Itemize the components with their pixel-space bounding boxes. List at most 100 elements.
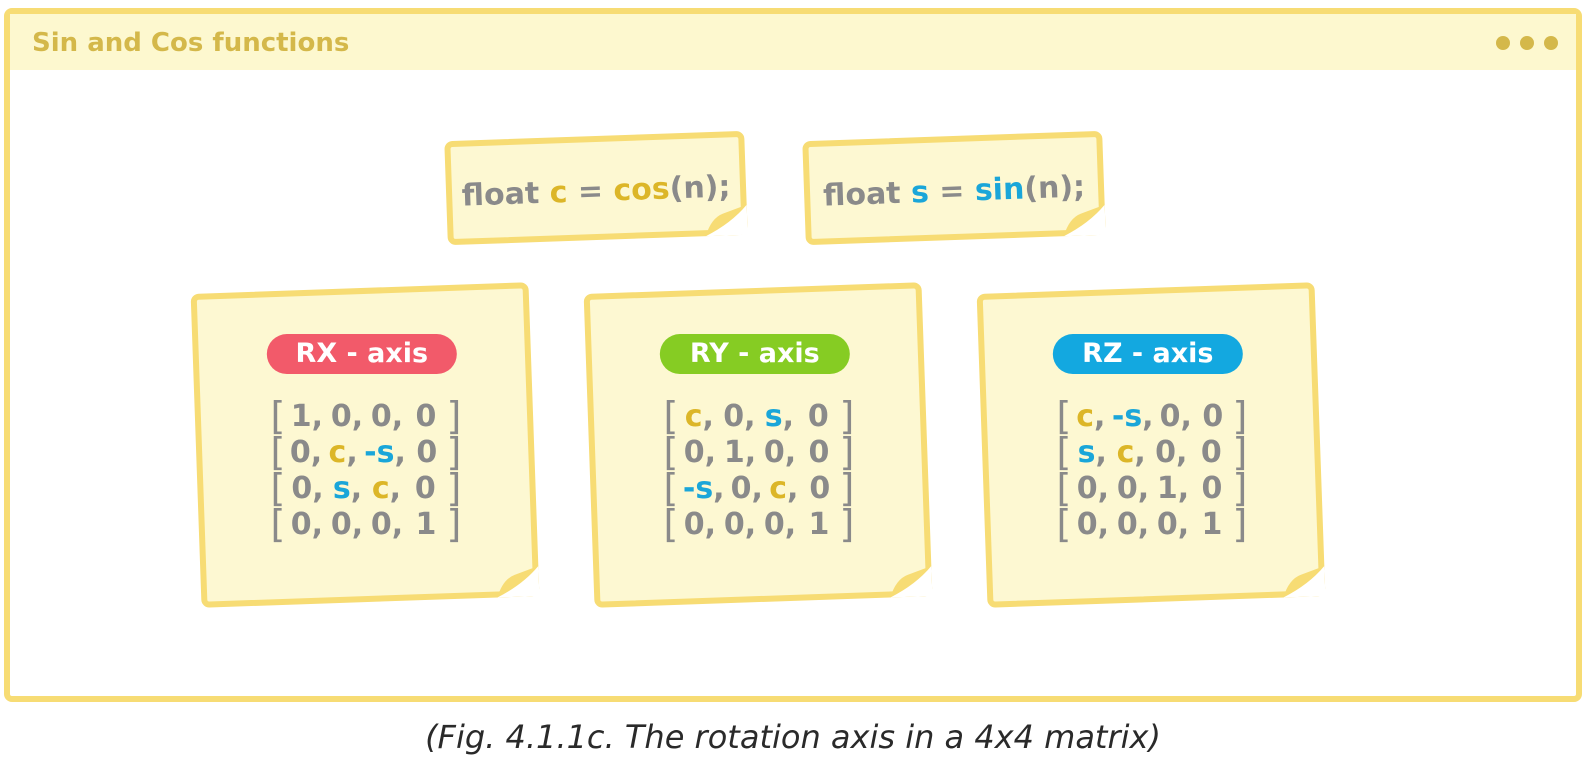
cos-snippet-code: float c = cos(n); xyxy=(452,169,741,214)
cell-value: 0 xyxy=(414,470,436,506)
cell-value: c xyxy=(769,470,788,506)
dot-icon xyxy=(1496,36,1510,50)
matrix-row: [0,0,0,1] xyxy=(989,502,1315,546)
matrix-cells: c,0,s,0 xyxy=(680,398,838,433)
code-suffix: (n); xyxy=(1023,169,1086,207)
cell-value: 0 xyxy=(809,470,831,506)
matrix-row: [0,0,0,1] xyxy=(203,502,529,546)
cell-value: 1 xyxy=(415,506,437,542)
matrix-cell: 0, xyxy=(684,506,716,541)
matrix-cell: s, xyxy=(1077,434,1107,469)
cell-value: 1 xyxy=(290,398,312,434)
matrix-cells: 0,0,0, 1 xyxy=(287,506,445,541)
matrix-cell: 0, xyxy=(1077,506,1109,541)
cell-value: 0 xyxy=(289,434,311,470)
cell-separator: , xyxy=(1177,506,1190,542)
page-curl-icon xyxy=(1063,204,1106,237)
cell-separator: , xyxy=(1094,398,1106,434)
cell-separator: , xyxy=(702,398,714,434)
matrix-cell: 0 xyxy=(1196,434,1226,469)
matrix-row: [-s,0,c,0] xyxy=(596,466,922,510)
more-dots-icon[interactable] xyxy=(1496,36,1558,50)
sin-snippet-code: float s = sin(n); xyxy=(810,169,1099,214)
cell-separator: , xyxy=(1180,398,1192,434)
matrix-cell: -s, xyxy=(1112,398,1154,433)
matrix-cell: 0, xyxy=(684,434,716,469)
cell-separator: , xyxy=(1177,470,1190,506)
matrix-row: [0,0,0,1] xyxy=(596,502,922,546)
cell-value: 0 xyxy=(1076,470,1098,506)
cell-separator: , xyxy=(784,434,797,470)
matrix-cell: c, xyxy=(684,398,714,433)
cos-snippet-note: float c = cos(n); xyxy=(444,130,748,246)
matrix-cell: -s, xyxy=(683,470,725,505)
matrix-cell: 0, xyxy=(331,506,363,541)
matrix-cell: c, xyxy=(371,470,401,505)
matrix-cell: 0, xyxy=(1157,506,1189,541)
matrix-cell: 0, xyxy=(1155,434,1187,469)
matrix-cells: 0,0,0,1 xyxy=(680,506,838,541)
cell-value: c xyxy=(1116,434,1135,470)
matrix-cell: 0, xyxy=(724,506,756,541)
code-prefix: float xyxy=(461,175,551,214)
matrix-cell: c, xyxy=(328,434,358,469)
cell-value: 0 xyxy=(1155,434,1177,470)
axis-badge: RY - axis xyxy=(659,334,850,375)
code-prefix: float xyxy=(822,175,912,214)
cell-value: 0 xyxy=(763,434,785,470)
cell-value: 0 xyxy=(370,506,392,542)
cell-value: 0 xyxy=(416,434,438,470)
cell-value: 0 xyxy=(807,398,829,434)
cell-separator: , xyxy=(310,434,323,470)
cell-value: 0 xyxy=(763,506,785,542)
matrix-cell: 0, xyxy=(723,398,755,433)
cell-value: 1 xyxy=(723,434,745,470)
code-variable: s xyxy=(910,174,930,211)
axis-badge: RZ - axis xyxy=(1052,334,1243,375)
matrix-cells: 1,0,0,0 xyxy=(287,398,445,433)
page-curl-icon xyxy=(890,566,933,598)
cell-separator: , xyxy=(351,506,364,542)
cell-separator: , xyxy=(394,434,406,470)
right-bracket: ] xyxy=(446,501,462,546)
cell-value: 0 xyxy=(1200,434,1222,470)
matrix-cell: 0, xyxy=(290,434,322,469)
matrix-cell: 0, xyxy=(731,470,763,505)
matrix-cells: 0,s,c,0 xyxy=(287,470,445,505)
left-bracket: [ xyxy=(1056,501,1072,546)
cell-value: 0 xyxy=(1076,506,1098,542)
cell-value: s xyxy=(764,398,783,434)
matrix-cell: 1, xyxy=(291,398,323,433)
matrix-cell: c, xyxy=(769,470,799,505)
cell-separator: , xyxy=(1142,398,1154,434)
page-curl-icon xyxy=(1283,566,1326,598)
cell-separator: , xyxy=(346,434,358,470)
cell-separator: , xyxy=(704,506,717,542)
title-bar: Sin and Cos functions xyxy=(10,14,1576,70)
left-bracket: [ xyxy=(663,501,679,546)
cell-value: c xyxy=(684,398,703,434)
dot-icon xyxy=(1520,36,1534,50)
matrix-cell: 0, xyxy=(1077,470,1109,505)
matrix-cell: 0, xyxy=(1117,470,1149,505)
matrix-cells: -s,0,c, 0 xyxy=(680,470,838,505)
matrix-row: [0,1,0,0] xyxy=(596,430,922,474)
cell-separator: , xyxy=(391,398,404,434)
matrix-cell: 1 xyxy=(411,506,441,541)
cell-separator: , xyxy=(744,398,756,434)
cell-value: 1 xyxy=(808,506,830,542)
matrix-cell: 1 xyxy=(804,506,834,541)
axis-badge: RX - axis xyxy=(266,334,457,375)
cell-value: s xyxy=(1077,434,1096,470)
matrix-cell: c, xyxy=(1116,434,1146,469)
cell-separator: , xyxy=(744,434,757,470)
page-curl-icon xyxy=(705,204,748,237)
matrix-cell: 0 xyxy=(1198,398,1228,433)
cell-value: 0 xyxy=(683,506,705,542)
matrix-cell: 0, xyxy=(764,506,796,541)
right-bracket: ] xyxy=(839,501,855,546)
figure-caption: (Fig. 4.1.1c. The rotation axis in a 4x4… xyxy=(425,718,1161,756)
cell-separator: , xyxy=(1097,470,1110,506)
matrix-cell: 0, xyxy=(371,506,403,541)
matrix-cell: s, xyxy=(333,470,363,505)
